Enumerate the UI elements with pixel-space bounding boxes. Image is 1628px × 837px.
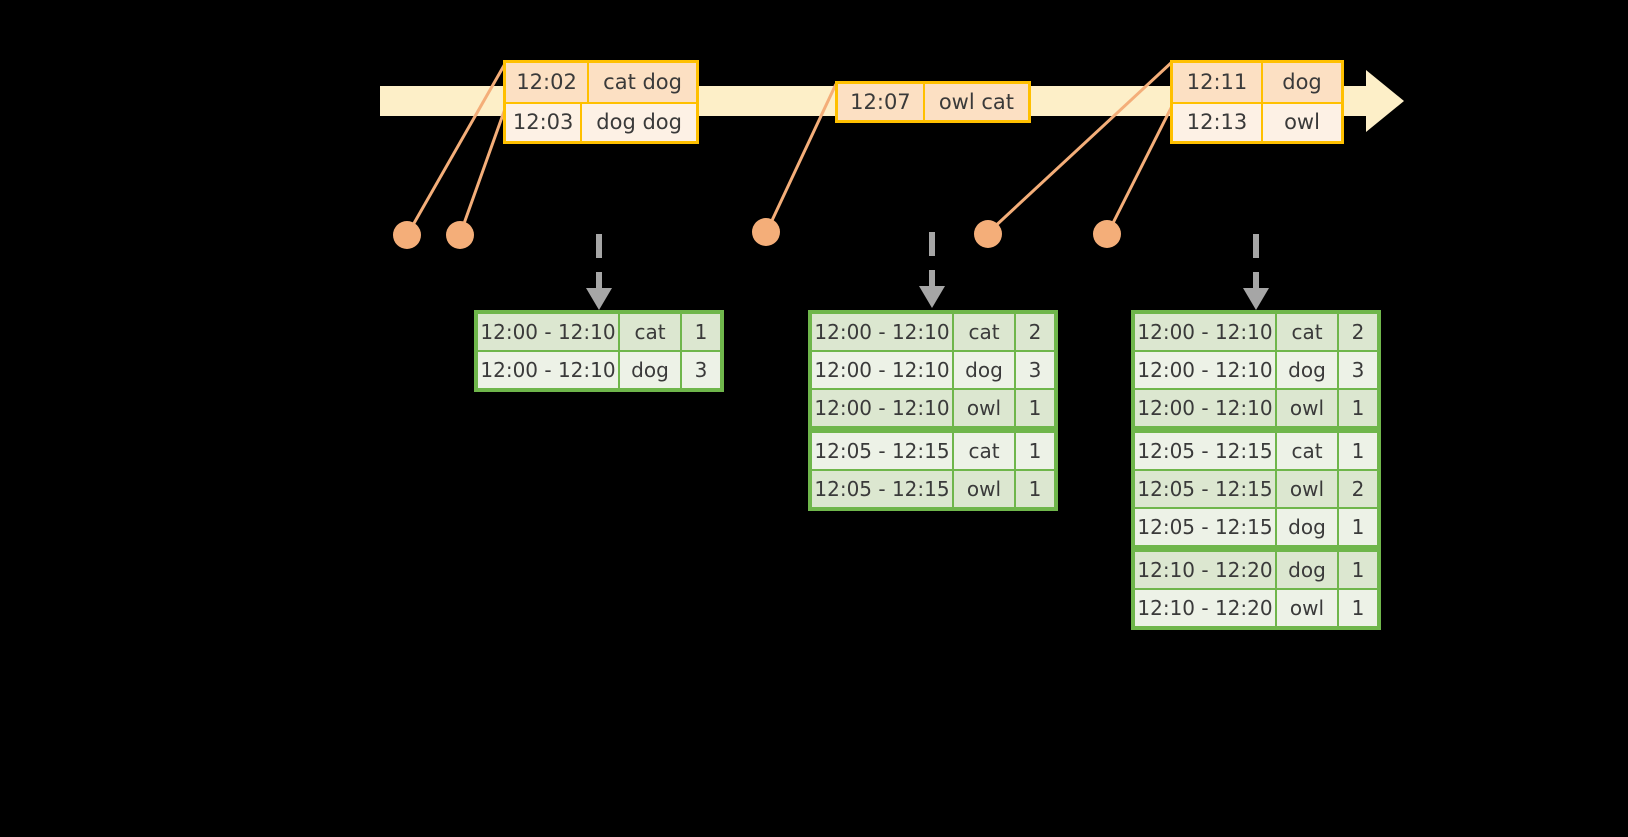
- stream-dot-3: [752, 218, 780, 246]
- table-row[interactable]: 12:05 - 12:15 dog 1: [1135, 509, 1377, 545]
- cell-window: 12:05 - 12:15: [812, 433, 952, 469]
- event-group-3[interactable]: 12:11 dog 12:13 owl: [1170, 60, 1344, 144]
- cell-count: 1: [1339, 390, 1377, 426]
- cell-window: 12:00 - 12:10: [1135, 390, 1275, 426]
- cell-count: 3: [682, 352, 720, 388]
- cell-word: dog: [1277, 352, 1337, 388]
- cell-word: cat: [1277, 433, 1337, 469]
- cell-window: 12:05 - 12:15: [812, 471, 952, 507]
- table-group-separator: [1135, 428, 1377, 431]
- cell-window: 12:10 - 12:20: [1135, 552, 1275, 588]
- cell-word: dog: [1277, 552, 1337, 588]
- event-row[interactable]: 12:07 owl cat: [838, 84, 1028, 120]
- table-row[interactable]: 12:10 - 12:20 owl 1: [1135, 590, 1377, 626]
- cell-word: dog: [620, 352, 680, 388]
- event-words: cat dog: [603, 70, 682, 95]
- cell-window: 12:00 - 12:10: [478, 352, 618, 388]
- cell-count: 1: [1016, 433, 1054, 469]
- connector-line-5: [1107, 105, 1174, 232]
- table-row[interactable]: 12:00 - 12:10 owl 1: [1135, 390, 1377, 426]
- connector-line-2: [459, 105, 508, 233]
- event-time: 12:02: [506, 63, 590, 102]
- cell-word: cat: [620, 314, 680, 350]
- cell-window: 12:00 - 12:10: [1135, 352, 1275, 388]
- event-row[interactable]: 12:13 owl: [1173, 101, 1341, 141]
- event-words: owl: [1284, 110, 1320, 135]
- connector-line-1: [407, 61, 508, 233]
- table-row[interactable]: 12:00 - 12:10 cat 2: [812, 314, 1054, 350]
- result-table-3[interactable]: 12:00 - 12:10 cat 2 12:00 - 12:10 dog 3 …: [1131, 310, 1381, 630]
- cell-window: 12:00 - 12:10: [812, 352, 952, 388]
- cell-window: 12:00 - 12:10: [812, 314, 952, 350]
- cell-window: 12:00 - 12:10: [1135, 314, 1275, 350]
- event-words: owl cat: [938, 90, 1014, 114]
- dashed-arrow-3: [1243, 234, 1269, 310]
- cell-word: owl: [1277, 590, 1337, 626]
- dashed-arrow-2: [919, 232, 945, 308]
- cell-count: 1: [1016, 390, 1054, 426]
- event-words: dog: [1282, 70, 1322, 95]
- cell-word: cat: [954, 433, 1014, 469]
- cell-word: owl: [954, 390, 1014, 426]
- cell-word: owl: [954, 471, 1014, 507]
- cell-count: 3: [1016, 352, 1054, 388]
- event-time: 12:11: [1173, 63, 1263, 102]
- event-time: 12:13: [1173, 103, 1263, 141]
- cell-window: 12:05 - 12:15: [1135, 433, 1275, 469]
- table-group-separator: [812, 428, 1054, 431]
- connector-line-3: [766, 83, 838, 230]
- event-row[interactable]: 12:11 dog: [1173, 63, 1341, 102]
- event-row[interactable]: 12:02 cat dog: [506, 63, 696, 102]
- event-group-1[interactable]: 12:02 cat dog 12:03 dog dog: [503, 60, 699, 144]
- timeline-arrowhead: [1366, 70, 1404, 132]
- cell-count: 1: [1339, 552, 1377, 588]
- table-row[interactable]: 12:00 - 12:10 dog 3: [1135, 352, 1377, 388]
- table-row[interactable]: 12:00 - 12:10 dog 3: [478, 352, 720, 388]
- table-row[interactable]: 12:10 - 12:20 dog 1: [1135, 552, 1377, 588]
- stream-dot-4: [974, 220, 1002, 248]
- cell-word: dog: [1277, 509, 1337, 545]
- cell-window: 12:05 - 12:15: [1135, 509, 1275, 545]
- table-row[interactable]: 12:05 - 12:15 owl 2: [1135, 471, 1377, 507]
- cell-word: owl: [1277, 390, 1337, 426]
- dashed-arrow-1: [586, 234, 612, 310]
- cell-window: 12:05 - 12:15: [1135, 471, 1275, 507]
- table-row[interactable]: 12:00 - 12:10 dog 3: [812, 352, 1054, 388]
- stream-dot-2: [446, 221, 474, 249]
- cell-count: 1: [1339, 509, 1377, 545]
- cell-word: cat: [1277, 314, 1337, 350]
- table-row[interactable]: 12:00 - 12:10 cat 1: [478, 314, 720, 350]
- cell-count: 1: [682, 314, 720, 350]
- stream-dot-1: [393, 221, 421, 249]
- event-words: dog dog: [596, 110, 682, 135]
- event-row[interactable]: 12:03 dog dog: [506, 101, 696, 141]
- cell-count: 1: [1016, 471, 1054, 507]
- table-row[interactable]: 12:00 - 12:10 owl 1: [812, 390, 1054, 426]
- cell-count: 2: [1016, 314, 1054, 350]
- cell-count: 3: [1339, 352, 1377, 388]
- event-group-2[interactable]: 12:07 owl cat: [835, 81, 1031, 123]
- result-table-1[interactable]: 12:00 - 12:10 cat 1 12:00 - 12:10 dog 3: [474, 310, 724, 392]
- cell-word: cat: [954, 314, 1014, 350]
- table-group-separator: [1135, 547, 1377, 550]
- cell-count: 1: [1339, 590, 1377, 626]
- cell-word: owl: [1277, 471, 1337, 507]
- cell-window: 12:00 - 12:10: [478, 314, 618, 350]
- table-row[interactable]: 12:00 - 12:10 cat 2: [1135, 314, 1377, 350]
- table-row[interactable]: 12:05 - 12:15 cat 1: [1135, 433, 1377, 469]
- event-time: 12:03: [506, 103, 583, 141]
- cell-count: 2: [1339, 314, 1377, 350]
- cell-window: 12:10 - 12:20: [1135, 590, 1275, 626]
- table-row[interactable]: 12:05 - 12:15 owl 1: [812, 471, 1054, 507]
- cell-word: dog: [954, 352, 1014, 388]
- event-time: 12:07: [838, 84, 925, 120]
- cell-count: 1: [1339, 433, 1377, 469]
- result-table-2[interactable]: 12:00 - 12:10 cat 2 12:00 - 12:10 dog 3 …: [808, 310, 1058, 511]
- cell-count: 2: [1339, 471, 1377, 507]
- cell-window: 12:00 - 12:10: [812, 390, 952, 426]
- stream-dot-5: [1093, 220, 1121, 248]
- table-row[interactable]: 12:05 - 12:15 cat 1: [812, 433, 1054, 469]
